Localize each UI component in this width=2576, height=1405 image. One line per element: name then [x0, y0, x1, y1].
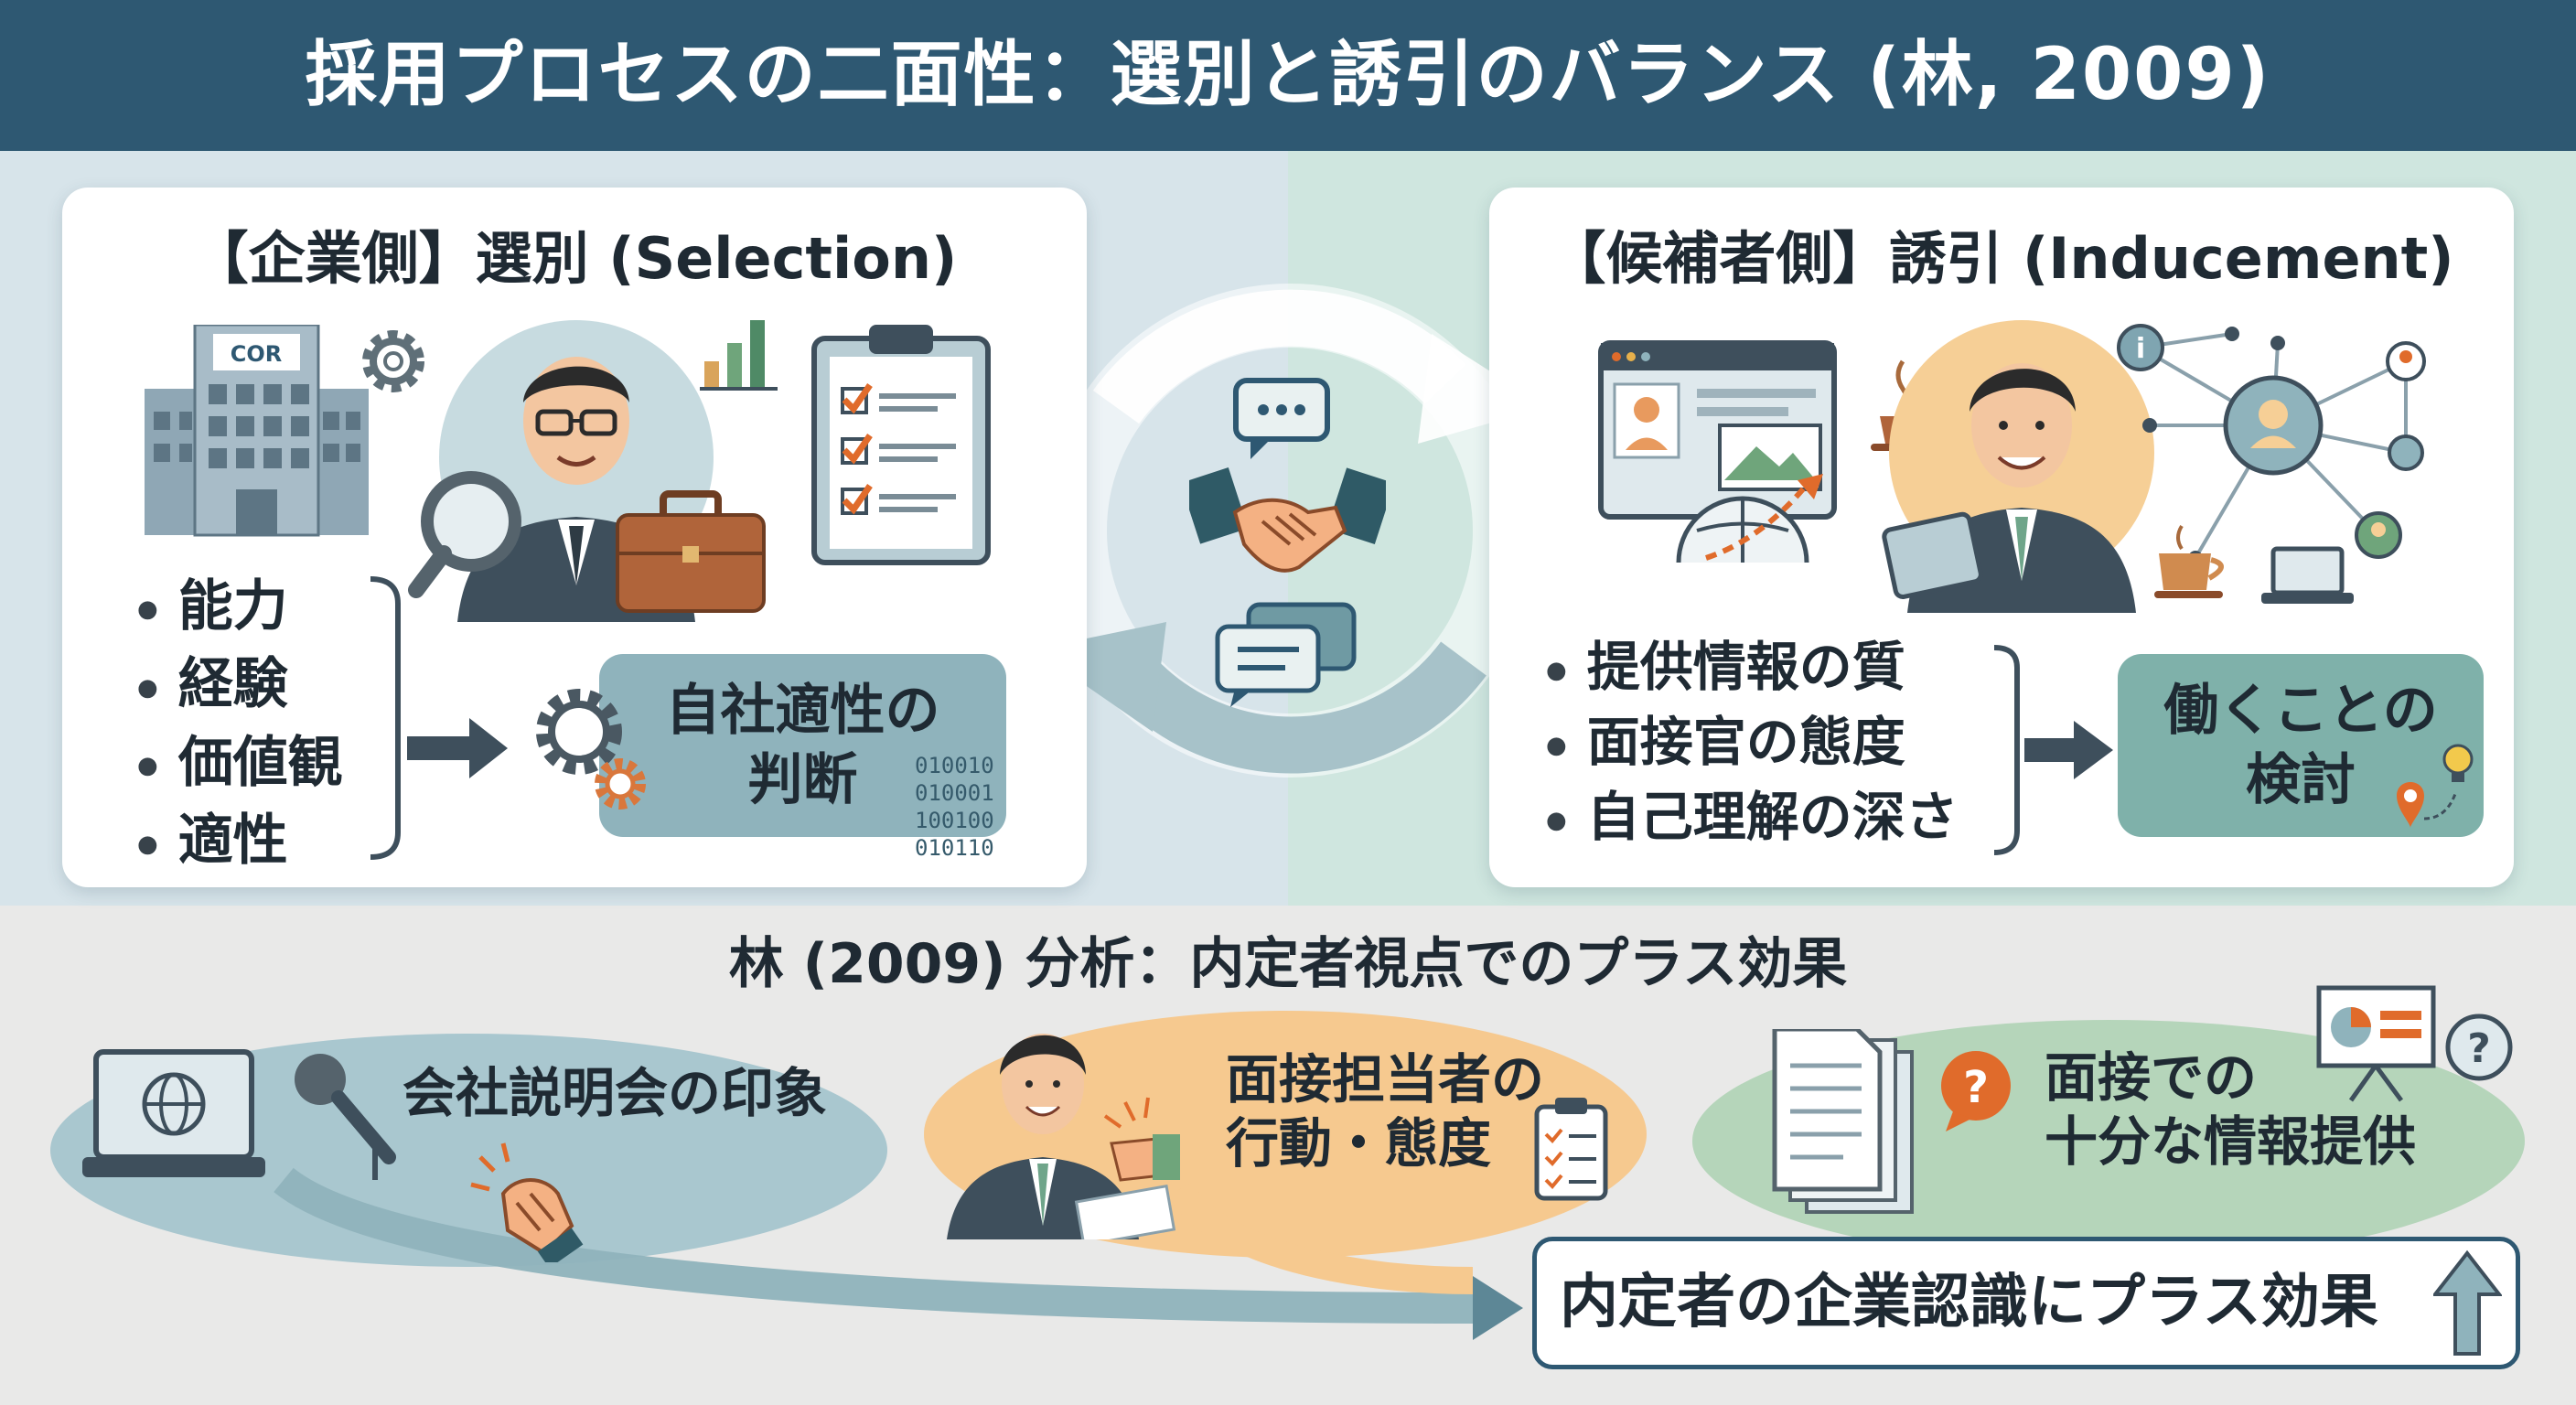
svg-text:?: ?: [1963, 1062, 1989, 1113]
positive-effect-box: [1532, 1237, 2520, 1369]
label-line: 行動・態度: [1226, 1112, 1492, 1174]
chat-bubble-icon: [1215, 602, 1357, 707]
question-bubble-icon: ?: [2445, 1014, 2513, 1081]
bracket-arrow-icon: [370, 576, 508, 860]
list-item: 経験: [137, 647, 343, 724]
lightbulb-icon: [2397, 744, 2474, 828]
up-arrow-icon: [2433, 1249, 2502, 1356]
checklist-clipboard-icon: [1534, 1098, 1608, 1201]
factor-information-label: 面接での 十分な情報提供: [2045, 1046, 2416, 1174]
svg-text:i: i: [2136, 333, 2145, 365]
bar-chart-icon: [700, 320, 778, 391]
outcome-line: 自社適性の: [665, 679, 940, 743]
outcome-line: 働くことの: [2163, 679, 2438, 743]
laptop-globe-icon: [82, 1049, 265, 1177]
network-icon: i: [2117, 324, 2426, 565]
businessman-tablet-icon: [1882, 320, 2154, 613]
documents-icon: [1772, 1029, 1914, 1214]
binary-data: 010010 010001 100100 010110: [915, 752, 994, 862]
label-line: 十分な情報提供: [2045, 1110, 2417, 1173]
list-item: 価値観: [137, 725, 343, 803]
list-item: 自己理解の深さ: [1546, 781, 1959, 856]
selection-criteria-list: 能力 経験 価値観 適性: [137, 569, 343, 882]
bracket-arrow-icon: [1993, 645, 2113, 855]
chat-bubble-icon: [1233, 378, 1330, 459]
gear-icon: [536, 689, 646, 810]
coffee-cup-icon: [2154, 524, 2224, 598]
binary-line: 010110: [915, 835, 994, 861]
list-item: 提供情報の質: [1546, 631, 1959, 706]
globe-icon: [1676, 474, 1823, 563]
company-panel-title: 【企業側】選別 (Selection): [191, 225, 958, 292]
interviewer-icon: [947, 1034, 1180, 1239]
handshake-icon: [1189, 467, 1386, 573]
label-line: 面接での: [2045, 1046, 2258, 1109]
list-item: 能力: [137, 569, 343, 647]
factor-interviewer-label: 面接担当者の 行動・態度: [1226, 1047, 1544, 1175]
gear-icon: [362, 330, 424, 392]
building-icon: COR: [145, 325, 369, 537]
presentation-board-icon: [2316, 985, 2436, 1102]
clapping-hands-icon: [470, 1142, 584, 1262]
laptop-icon: [2261, 546, 2354, 604]
binary-line: 100100: [915, 808, 994, 833]
factor-briefing-label: 会社説明会の印象: [402, 1062, 828, 1124]
fit-judgement-box: 自社適性の 判断: [599, 654, 1006, 837]
candidate-panel-title: 【候補者側】誘引 (Inducement): [1549, 225, 2454, 292]
label-line: 面接担当者の: [1226, 1048, 1545, 1110]
briefcase-icon: [616, 490, 766, 613]
list-item: 適性: [137, 803, 343, 881]
page-title: 採用プロセスの二面性：選別と誘引のバランス (林, 2009): [305, 34, 2271, 116]
positive-effect-text: 内定者の企業認識にプラス効果: [1560, 1269, 2378, 1336]
question-bubble-icon: ?: [1941, 1051, 2011, 1132]
outcome-line: 判断: [747, 748, 858, 812]
inducement-factors-list: 提供情報の質 面接官の態度 自己理解の深さ: [1546, 631, 1959, 856]
header-bar: [0, 0, 2576, 151]
consider-work-box: 働くことの 検討: [2118, 654, 2484, 837]
binary-line: 010001: [915, 780, 994, 806]
outcome-line: 検討: [2246, 748, 2356, 812]
svg-text:?: ?: [2467, 1025, 2491, 1072]
checklist-clipboard-icon: [811, 325, 991, 565]
building-sign: COR: [231, 341, 283, 367]
list-item: 面接官の態度: [1546, 706, 1959, 781]
microphone-icon: [295, 1054, 396, 1180]
binary-line: 010010: [915, 753, 994, 778]
analysis-title: 林 (2009) 分析：内定者視点でのプラス効果: [728, 932, 1848, 996]
browser-profile-icon: [1598, 340, 1837, 520]
